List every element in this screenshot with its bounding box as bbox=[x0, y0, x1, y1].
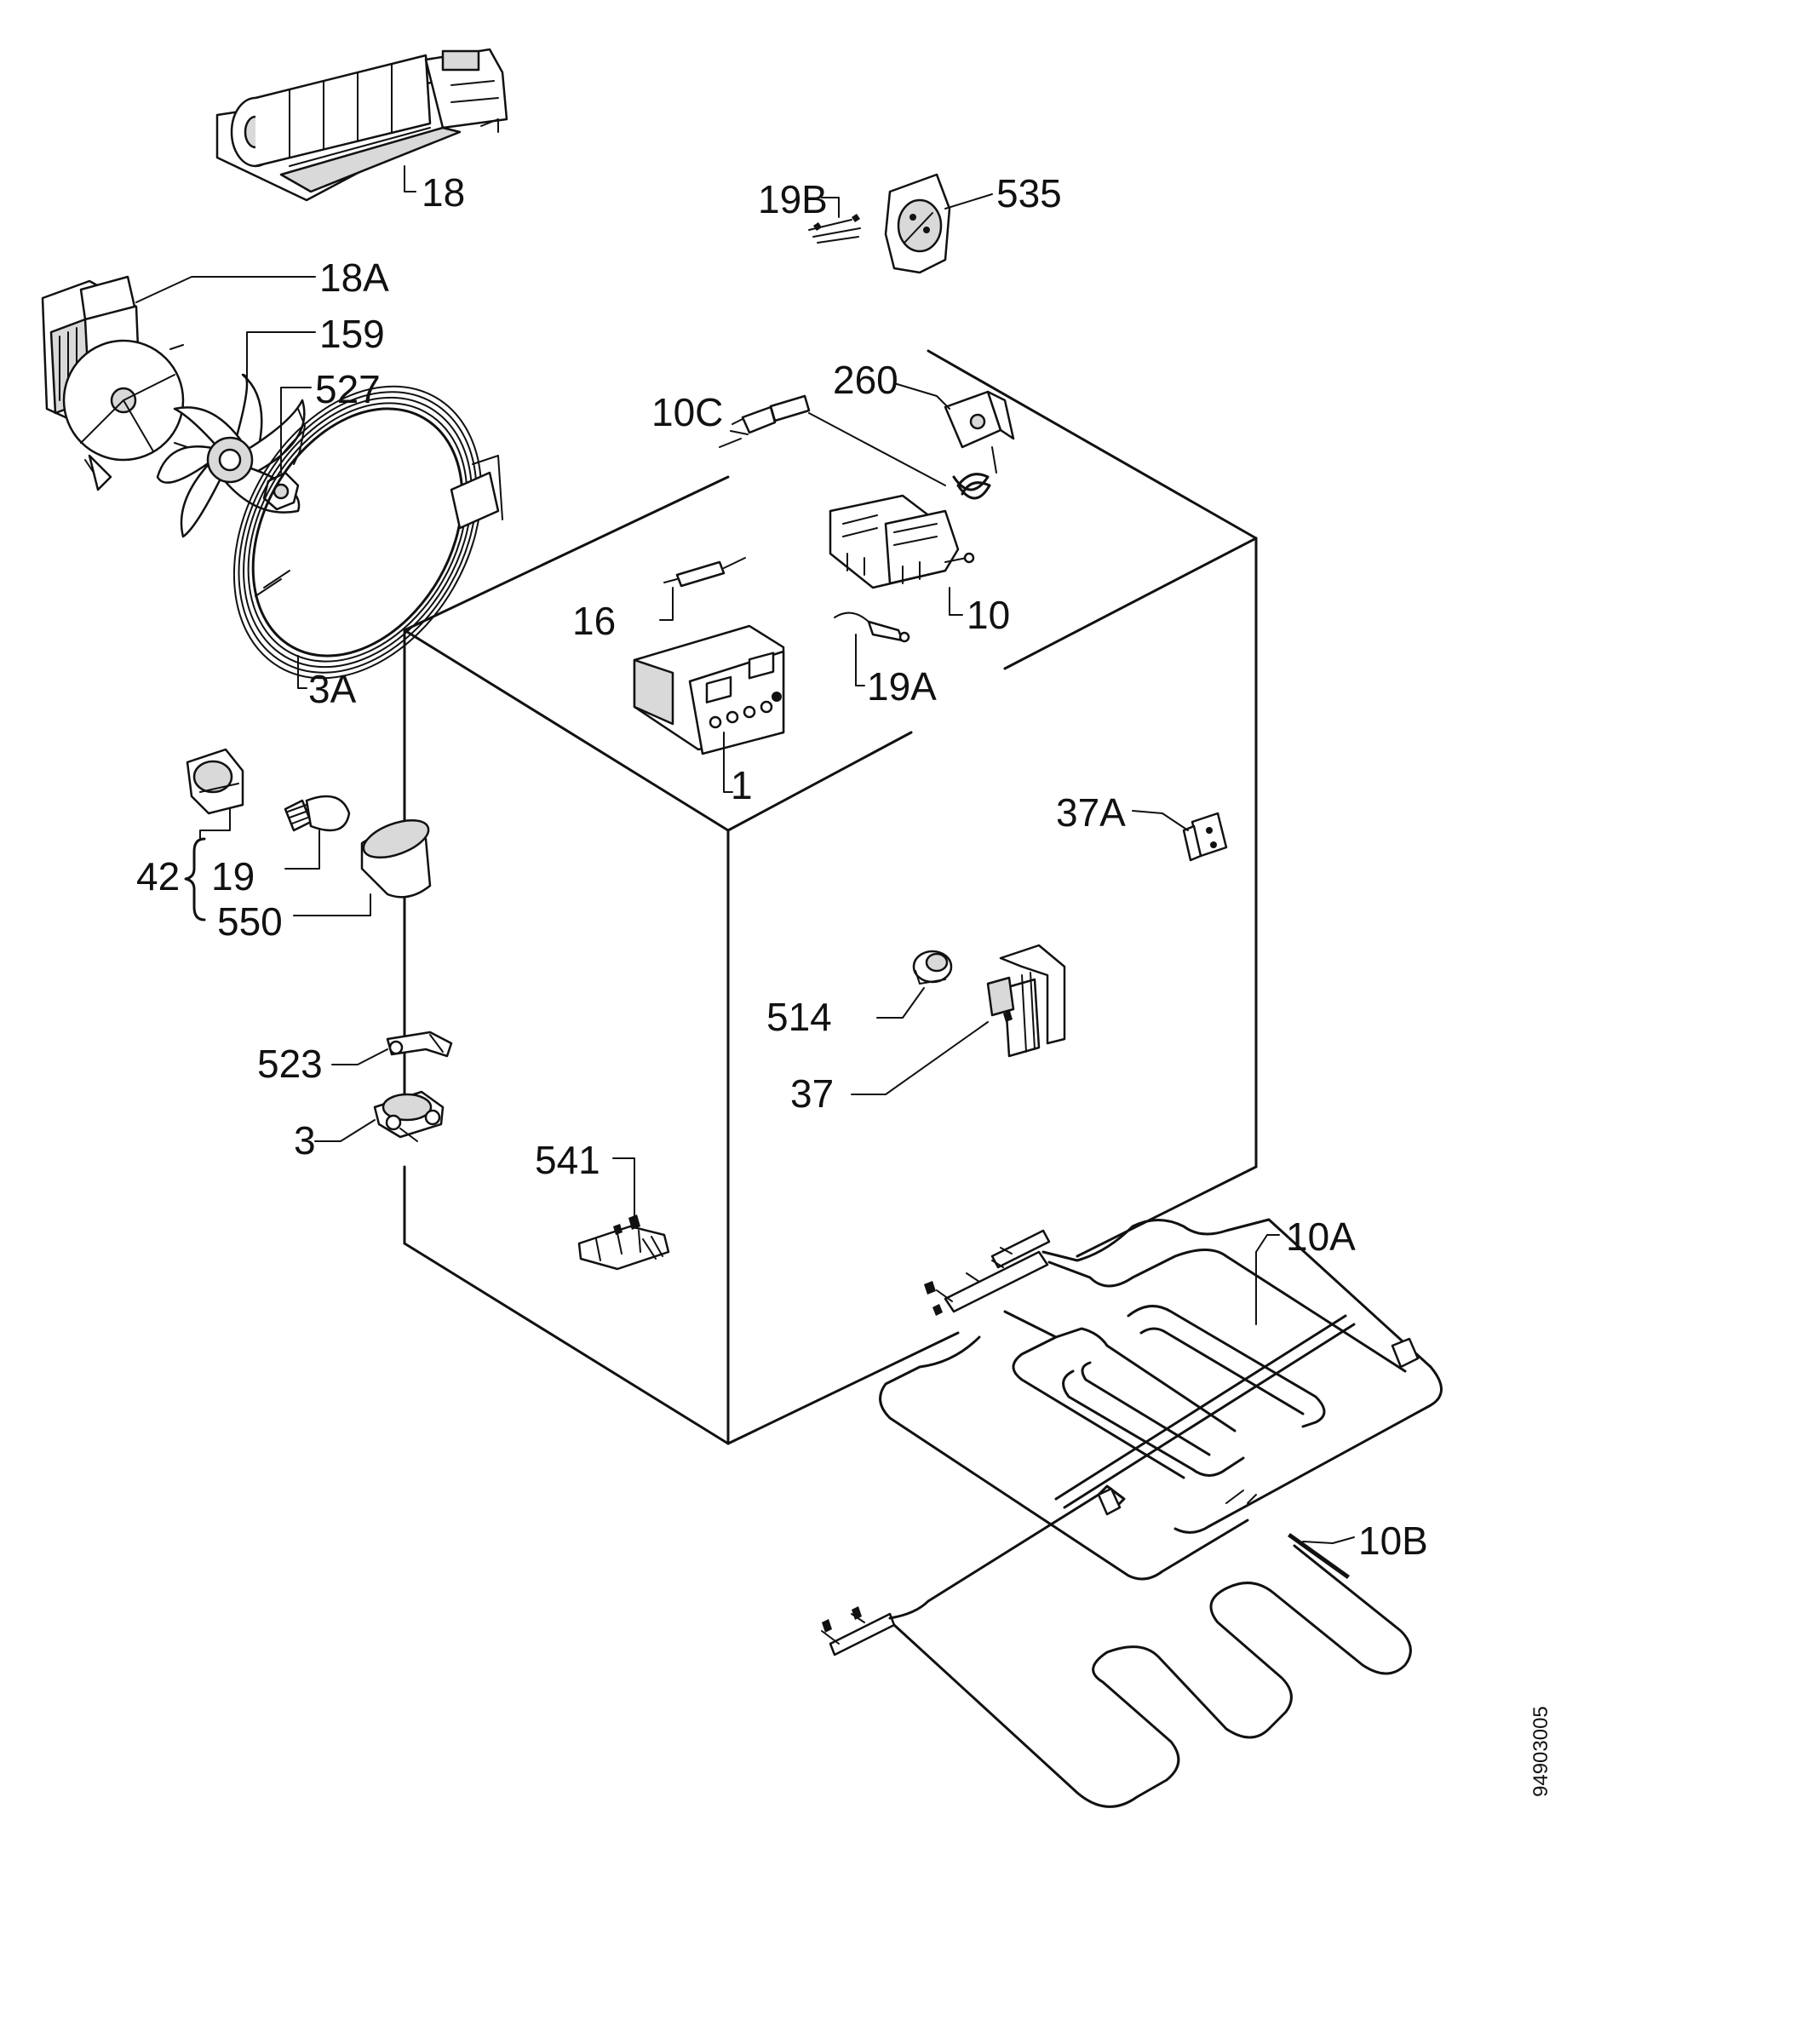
label-1: 1 bbox=[731, 763, 753, 807]
label-18: 18 bbox=[422, 170, 465, 215]
oven-cavity bbox=[403, 349, 1258, 1445]
fuse-10c-part bbox=[663, 557, 746, 588]
label-523: 523 bbox=[257, 1042, 323, 1086]
callout-10c: 16 bbox=[572, 587, 674, 643]
label-159: 159 bbox=[319, 312, 385, 356]
label-19b: 19B bbox=[758, 177, 828, 221]
callout-3: 3 bbox=[294, 1118, 376, 1163]
label-10: 3A bbox=[308, 667, 357, 711]
callout-541: 541 bbox=[535, 1138, 635, 1219]
label-18a: 18A bbox=[319, 256, 389, 300]
bracket-37-part bbox=[986, 944, 1066, 1058]
callout-18: 18 bbox=[404, 165, 465, 215]
label-10c: 16 bbox=[572, 599, 616, 643]
callout-19b: 19B bbox=[758, 177, 840, 221]
lamp-bulb-19-part bbox=[284, 795, 351, 832]
thermostat-3a-part bbox=[808, 390, 1015, 500]
label-260: 10C bbox=[651, 390, 723, 434]
clip-523-part bbox=[386, 1031, 453, 1058]
callout-514: 514 bbox=[766, 987, 925, 1039]
timer-control-1-part bbox=[633, 624, 785, 755]
lamp-cover-550-part bbox=[360, 818, 432, 899]
grill-element-10a-part bbox=[879, 1218, 1443, 1581]
callout-16: 10 bbox=[949, 587, 1010, 637]
label-19: 19 bbox=[211, 854, 255, 899]
probe-260-part bbox=[719, 394, 811, 448]
callout-18a: 18A bbox=[135, 256, 389, 303]
label-19a: 19A bbox=[867, 664, 937, 709]
wire-19b-part bbox=[808, 214, 861, 244]
tangential-fan-part bbox=[215, 48, 508, 202]
label-16: 10 bbox=[967, 593, 1010, 637]
callout-10: 3A bbox=[297, 655, 357, 711]
callout-159: 159 bbox=[246, 312, 385, 384]
document-number: 94903005 bbox=[1529, 1706, 1552, 1797]
label-535: 535 bbox=[996, 171, 1062, 215]
label-10b: 10B bbox=[1358, 1519, 1428, 1563]
terminal-37a-part bbox=[1182, 812, 1228, 862]
callout-535: 535 bbox=[944, 171, 1062, 215]
label-550: 550 bbox=[217, 899, 283, 944]
callout-523: 523 bbox=[257, 1042, 388, 1086]
callout-1: 1 bbox=[723, 732, 753, 807]
label-3: 3 bbox=[294, 1118, 316, 1163]
callout-37a: 37A bbox=[1056, 790, 1189, 835]
socket-535-part bbox=[884, 173, 951, 274]
callout-3a: 260 bbox=[833, 358, 950, 410]
grommet-514-part bbox=[912, 950, 953, 985]
callout-550: 550 bbox=[217, 893, 371, 944]
callout-10a: 10A bbox=[1255, 1214, 1356, 1325]
label-514: 514 bbox=[766, 995, 832, 1039]
circular-element-part bbox=[232, 385, 503, 680]
callout-260: 10C bbox=[651, 390, 723, 434]
bottom-element-10b-part bbox=[821, 1484, 1412, 1808]
safety-thermostat-3-part bbox=[373, 1090, 445, 1142]
terminal-block-541-part bbox=[577, 1214, 670, 1271]
fan-motor-part bbox=[41, 275, 188, 491]
label-541: 541 bbox=[535, 1138, 600, 1182]
callout-10b: 10B bbox=[1302, 1519, 1428, 1563]
label-10a: 10A bbox=[1286, 1214, 1356, 1259]
label-3a: 260 bbox=[833, 358, 898, 402]
callout-42-group: 42 bbox=[136, 808, 231, 922]
callout-19a: 19A bbox=[855, 634, 937, 709]
lamp-holder-42-part bbox=[186, 748, 244, 815]
label-37: 37 bbox=[790, 1071, 834, 1116]
callout-37: 37 bbox=[790, 1021, 989, 1116]
callout-19: 19 bbox=[211, 830, 320, 899]
label-37a: 37A bbox=[1056, 790, 1126, 835]
sensor-19a-part bbox=[834, 611, 910, 643]
selector-switch-16-part bbox=[829, 494, 975, 589]
label-42: 42 bbox=[136, 854, 180, 899]
